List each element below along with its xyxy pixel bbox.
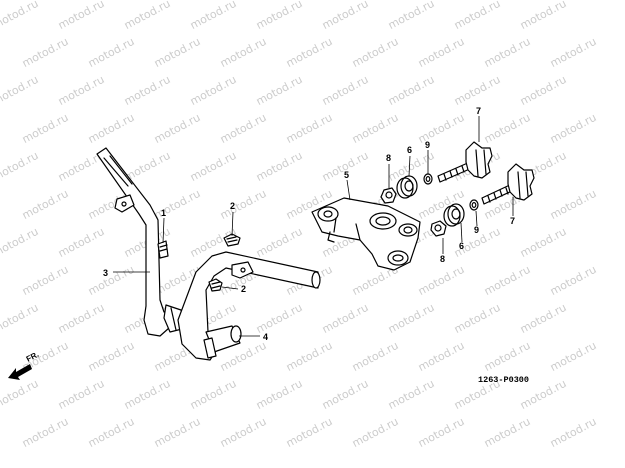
grip bbox=[203, 325, 242, 359]
callout-2-lower: 2 bbox=[241, 284, 246, 294]
front-label: FR. bbox=[25, 350, 41, 364]
callout-3: 3 bbox=[103, 268, 108, 278]
left-grommet bbox=[157, 240, 169, 259]
callout-9-lower: 9 bbox=[474, 225, 479, 235]
nut-upper bbox=[380, 187, 397, 204]
callout-labels: 1 2 2 3 4 5 6 6 7 7 8 8 9 9 bbox=[103, 106, 515, 342]
leader-lines bbox=[113, 116, 514, 337]
callout-7-upper: 7 bbox=[476, 106, 481, 116]
rubber-pad-upper bbox=[223, 233, 241, 247]
front-arrow-icon bbox=[8, 364, 32, 380]
callout-2-upper: 2 bbox=[230, 201, 235, 211]
drawing-code: 1263-P0300 bbox=[478, 375, 529, 385]
callout-6-upper: 6 bbox=[407, 145, 412, 155]
callout-8-lower: 8 bbox=[440, 254, 445, 264]
spring-washer-lower bbox=[469, 199, 479, 211]
bolt-lower bbox=[481, 163, 535, 205]
washer-lower bbox=[443, 203, 465, 227]
callout-7-lower: 7 bbox=[510, 216, 515, 226]
callout-1: 1 bbox=[161, 208, 166, 218]
callout-8-upper: 8 bbox=[386, 153, 391, 163]
washer-upper bbox=[396, 175, 418, 199]
callout-6-lower: 6 bbox=[459, 241, 464, 251]
spring-washer-upper bbox=[423, 173, 433, 185]
bolt-upper bbox=[437, 141, 493, 183]
right-handlebar bbox=[177, 251, 321, 361]
nut-lower bbox=[430, 220, 447, 237]
rubber-pad-lower bbox=[208, 278, 223, 292]
callout-4: 4 bbox=[263, 332, 268, 342]
front-direction-indicator: FR. bbox=[8, 350, 40, 380]
callout-5: 5 bbox=[344, 170, 349, 180]
callout-9-upper: 9 bbox=[425, 140, 430, 150]
handle-holder bbox=[311, 197, 421, 271]
